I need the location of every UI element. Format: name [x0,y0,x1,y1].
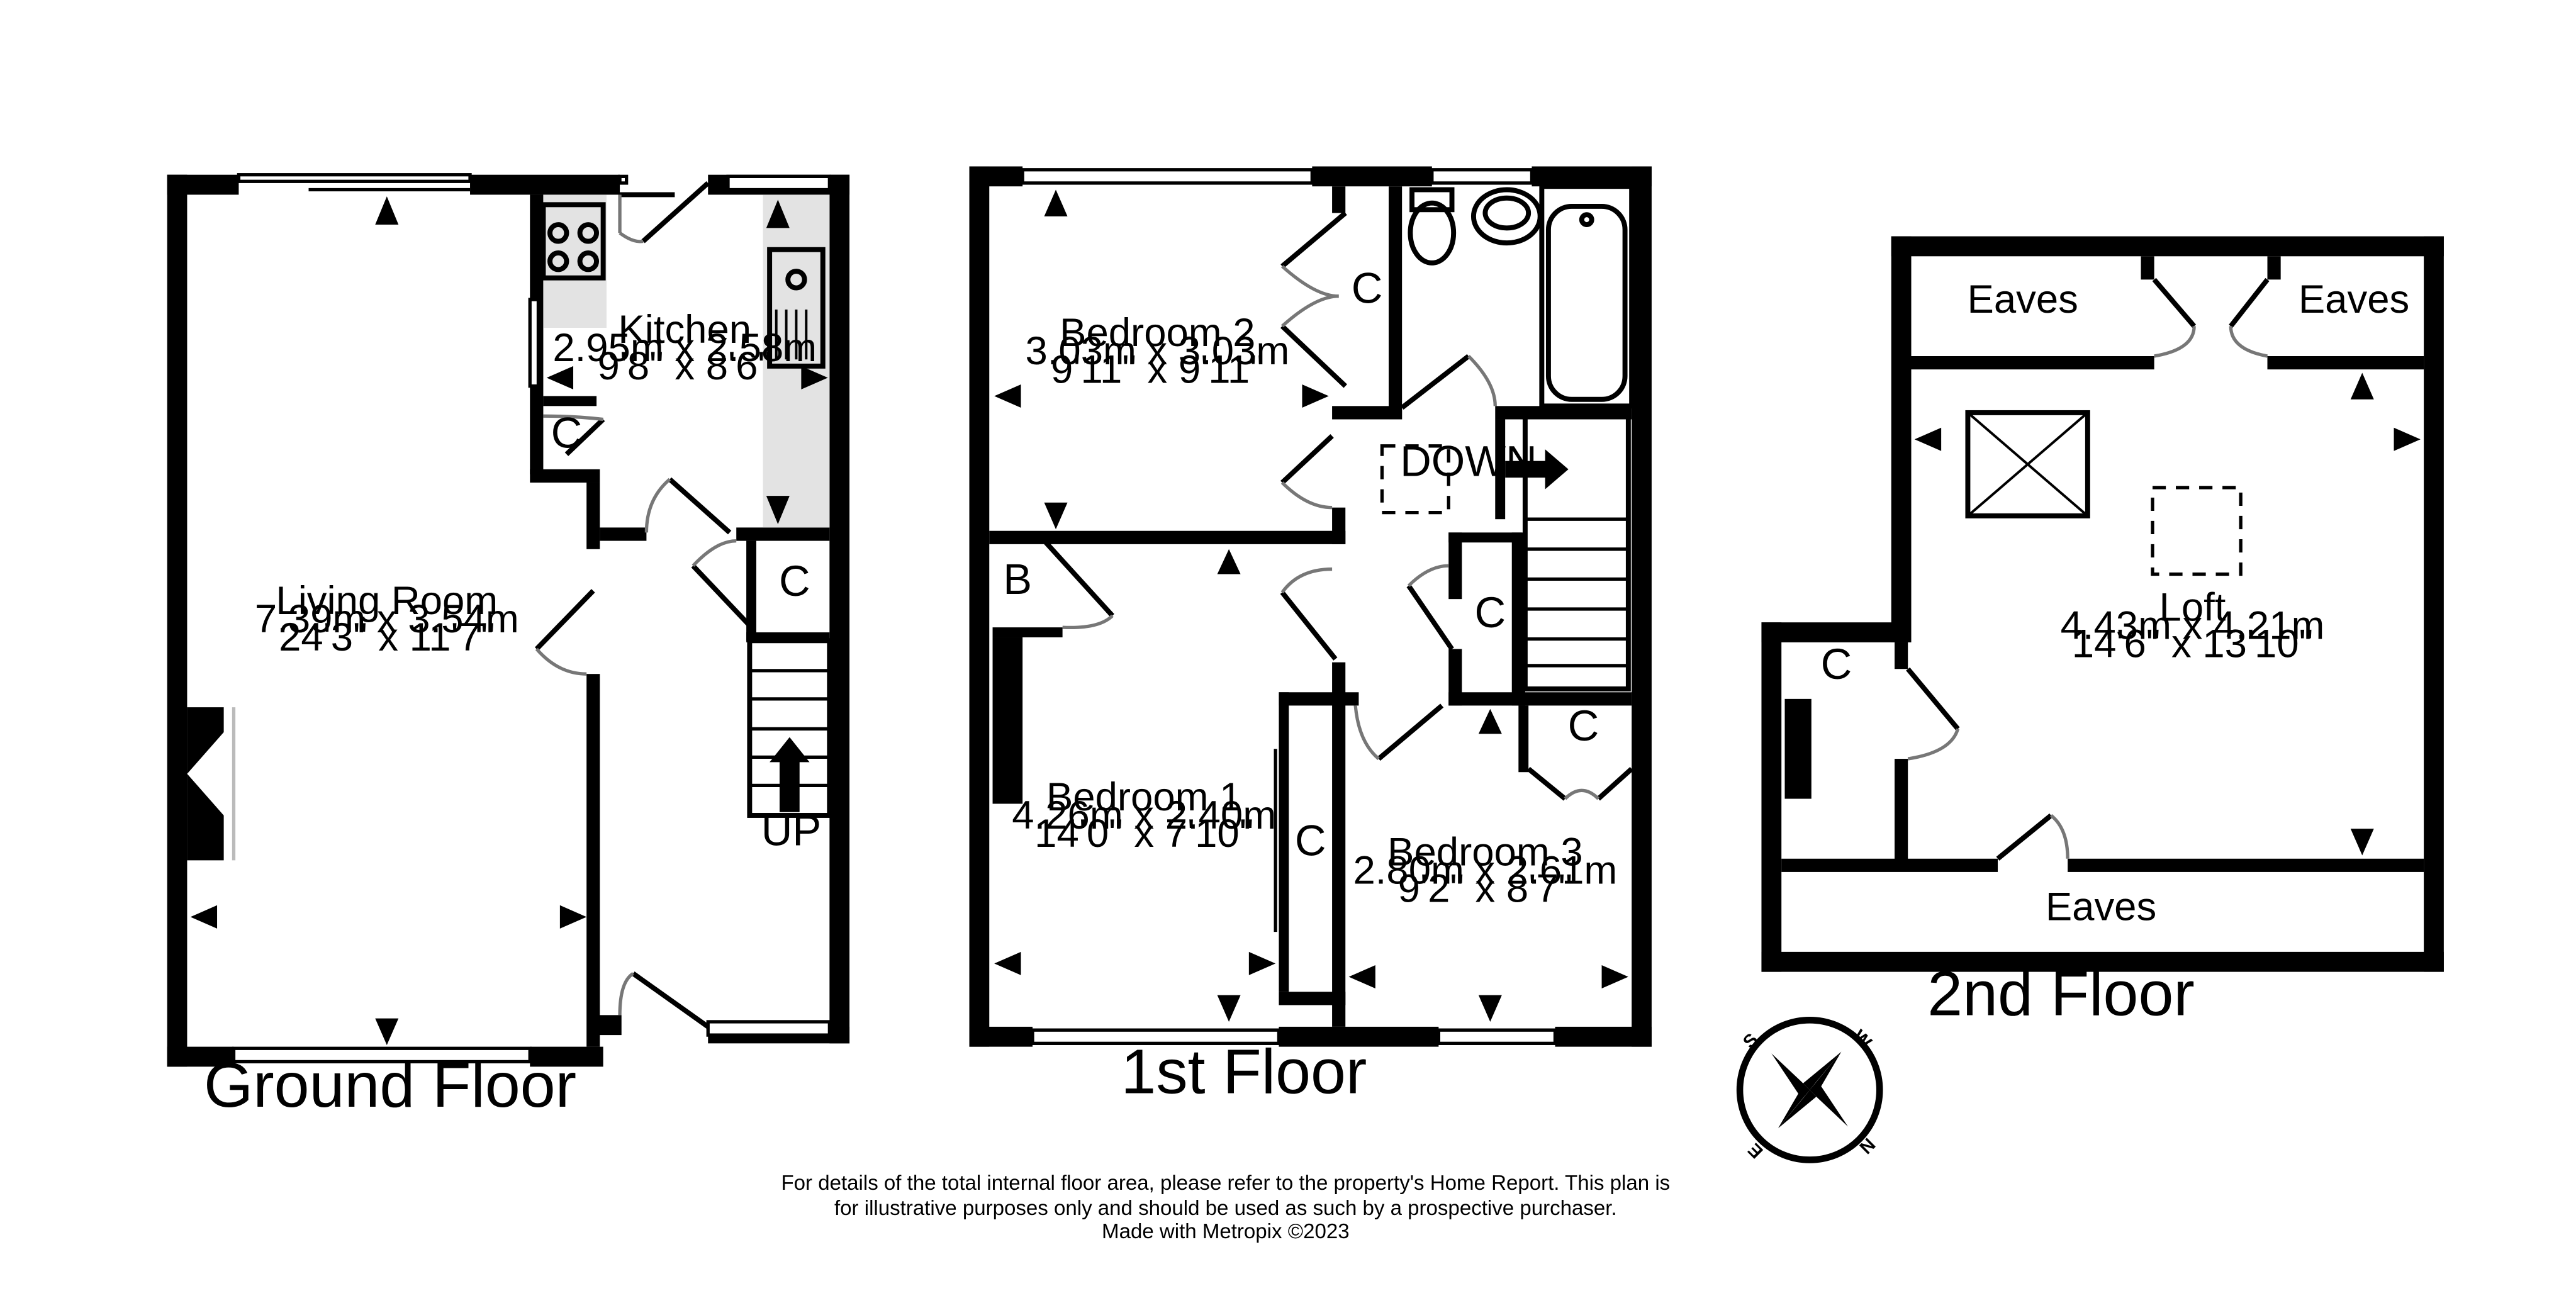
kitchen-name: Kitchen [618,308,751,352]
compass-letter-s: S [1739,1029,1762,1052]
boiler-label: B [1003,555,1032,603]
svg-text:W: W [1849,1026,1875,1053]
second-floor-title: 2nd Floor [1927,958,2195,1029]
stairs-down-label: DOWN [1400,437,1537,485]
ground-floor-title: Ground Floor [204,1050,576,1121]
landing-cupboard-label: C [1475,588,1506,637]
stairs-up-label: UP [761,807,822,855]
bedroom-3-imperial: 9'2" x 8'7" [1398,867,1573,911]
loft-cupboard-label: C [1821,640,1852,688]
kitchen-imperial: 9'8" x 8'6" [597,344,771,388]
kitchen-metric: 2.95m x 2.58m [552,326,817,370]
first-floor-title: 1st Floor [1121,1037,1367,1107]
footer-line-3: Made with Metropix ©2023 [1102,1220,1350,1243]
bedroom-1-cupboard-label: C [1295,816,1326,864]
compass: S W E N [1736,1017,1883,1163]
footer-line-2: for illustrative purposes only and shoul… [834,1197,1617,1220]
loft-name: Loft [2159,586,2226,630]
loft-metric: 4.43m x 4.21m [2061,604,2325,648]
ground-cupboard-label-1: C [551,408,583,457]
living-room-metric: 7.39m x 3.54m [255,597,519,641]
bedroom-3-metric: 2.80m x 2.61m [1353,848,1618,892]
eaves-left-label: Eaves [1968,277,2078,322]
bedroom-3-cupboard-label: C [1568,702,1599,750]
bedroom-2-name: Bedroom 2 [1060,311,1255,355]
bedroom-1-metric: 4.26m x 2.40m [1012,793,1276,837]
svg-text:S: S [1739,1029,1762,1052]
loft-imperial: 14'6" x 13'10" [2072,622,2313,666]
eaves-right-label: Eaves [2299,277,2409,322]
bedroom-2-cupboard-label: C [1352,264,1383,312]
bedroom-2-imperial: 9'11" x 9'11" [1051,347,1264,391]
footer-disclaimer: For details of the total internal floor … [781,1172,1670,1243]
footer-line-1: For details of the total internal floor … [781,1172,1670,1195]
bedroom-2-metric: 3.03m x 3.03m [1025,329,1289,373]
compass-letter-w: W [1849,1026,1875,1053]
living-room-name: Living Room [276,579,498,623]
first-floor-plan: Bedroom 2 3.03m x 3.03m 9'11" x 9'11" Be… [969,166,1652,1107]
bedroom-3-name: Bedroom 3 [1387,830,1582,874]
ground-floor-plan: Living Room 7.39m x 3.54m 24'3" x 11'7" … [167,173,850,1121]
second-floor-plan: Loft 4.43m x 4.21m 14'6" x 13'10" Eaves … [1761,236,2444,1029]
bedroom-1-name: Bedroom 1 [1046,775,1241,819]
living-room-imperial: 24'3" x 11'7" [279,615,495,659]
ground-cupboard-label-2: C [779,557,810,605]
eaves-bottom-label: Eaves [2046,885,2156,929]
bedroom-1-imperial: 14'0" x 7'10" [1034,812,1253,856]
